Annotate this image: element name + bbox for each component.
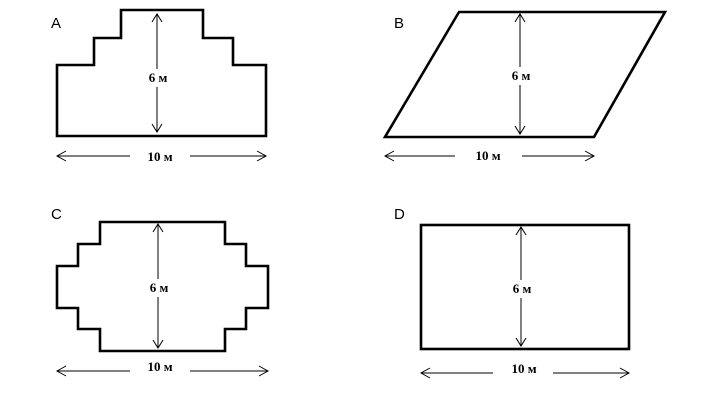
figure-d-label: D (394, 206, 405, 223)
figure-c-shape (55, 220, 270, 353)
figure-b-width-label: 10 м (475, 148, 500, 163)
figure-a-height-label: 6 м (149, 70, 168, 85)
figure-c-height-label: 6 м (150, 280, 169, 295)
figure-d-width-label: 10 м (511, 361, 536, 376)
figure-c: C 6 м 10 м (51, 206, 270, 377)
figure-a: A 6 м 10 м (51, 8, 268, 164)
figure-c-label: C (51, 206, 62, 223)
figure-a-label: A (51, 15, 61, 32)
figure-b-shape (382, 10, 668, 139)
figure-c-width-label: 10 м (147, 359, 172, 374)
figure-d-shape (419, 223, 631, 351)
figure-b-label: B (394, 15, 404, 32)
figure-b-height-label: 6 м (512, 68, 531, 83)
figure-b: B 6 м 10 м (382, 10, 668, 163)
figure-d-height-label: 6 м (513, 281, 532, 296)
figure-a-width-label: 10 м (147, 149, 172, 164)
figure-a-shape (55, 8, 268, 138)
figure-d: D 6 м 10 м (394, 206, 631, 379)
